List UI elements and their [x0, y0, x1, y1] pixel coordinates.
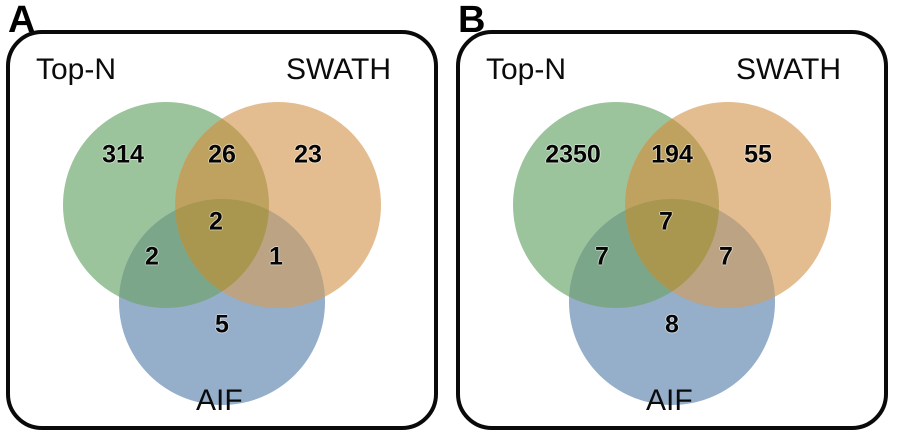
panel-b: B To: [450, 0, 901, 442]
panel-b-venn: [513, 102, 831, 405]
count-aif-only: 5: [215, 310, 229, 339]
panel-a-venn: [63, 102, 381, 405]
set-label-topn: Top-N: [36, 53, 117, 86]
count-topn-swath: 26: [208, 140, 236, 169]
count-swath-aif: 1: [269, 242, 283, 271]
count-all-three: 2: [209, 207, 223, 236]
count-topn-aif: 7: [595, 242, 609, 271]
set-label-swath: SWATH: [736, 53, 841, 86]
count-topn-only: 314: [102, 140, 144, 169]
count-topn-only: 2350: [545, 140, 601, 169]
panel-a: A: [6, 0, 438, 430]
count-aif-only: 8: [665, 310, 679, 339]
count-all-three: 7: [659, 207, 673, 236]
count-swath-only: 55: [744, 140, 772, 169]
count-topn-swath: 194: [651, 140, 693, 169]
count-swath-only: 23: [294, 140, 322, 169]
set-label-aif: AIF: [646, 384, 693, 417]
set-label-topn: Top-N: [486, 53, 567, 86]
set-label-swath: SWATH: [286, 53, 391, 86]
count-swath-aif: 7: [719, 242, 733, 271]
set-label-aif: AIF: [196, 384, 243, 417]
count-topn-aif: 2: [145, 242, 159, 271]
